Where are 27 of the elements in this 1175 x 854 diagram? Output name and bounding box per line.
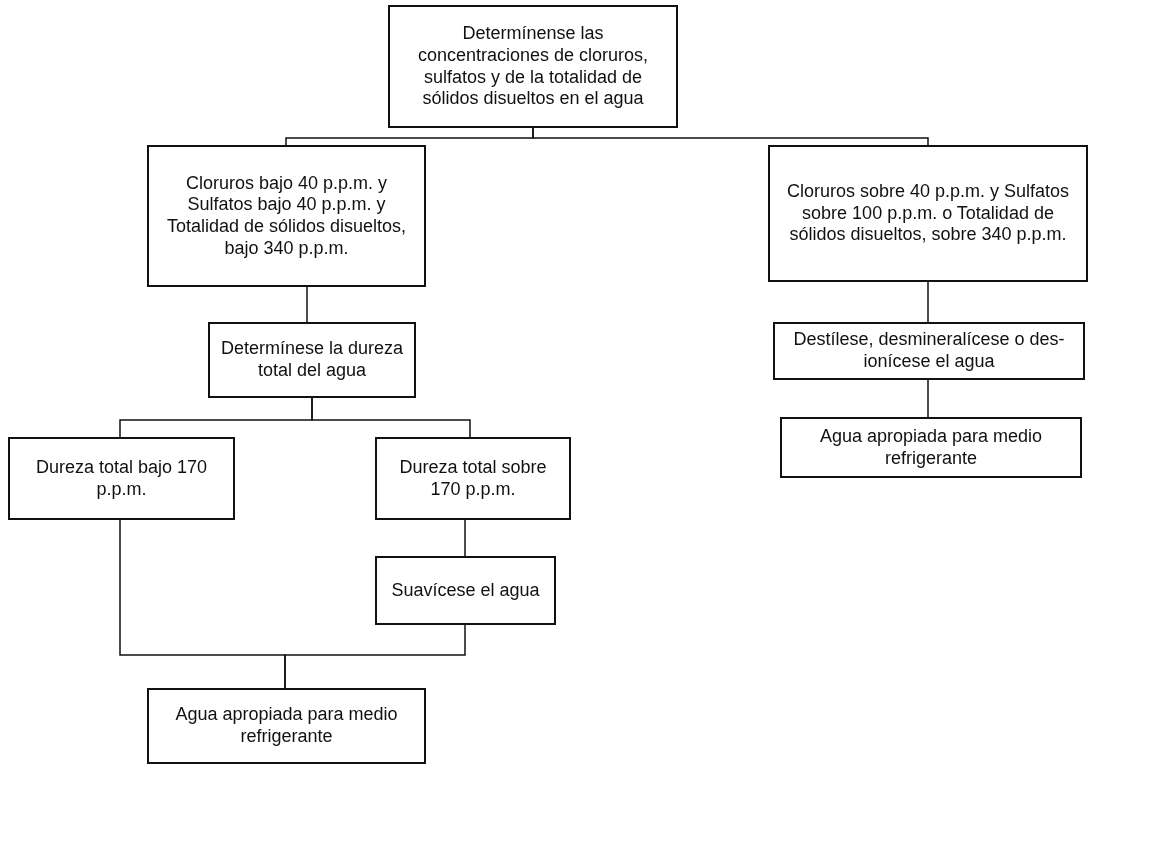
box-text: Dureza total sobre 170 p.p.m. (398, 456, 548, 501)
process-box (388, 5, 678, 128)
process-box (147, 145, 426, 287)
process-box (768, 145, 1088, 282)
connector-line (284, 624, 466, 689)
connector-line (306, 286, 308, 323)
box-text: Suavícese el agua (391, 579, 540, 602)
process-box (208, 322, 416, 398)
box-text: Determínese la dureza total del agua (219, 338, 405, 382)
process-box (375, 437, 571, 520)
connector-line (532, 127, 929, 146)
box-text: Agua apropiada para medio refrigerante (818, 425, 1044, 470)
process-box (773, 322, 1085, 380)
process-box (780, 417, 1082, 478)
box-text: Determínense las concentraciones de cloruros, sulfatos y de la totalidad de sólidos disueltos en el agua (416, 23, 650, 110)
box-text: Cloruros bajo 40 p.p.m. y Sulfatos bajo 40 p.p.m. y Totalidad de sólidos disueltos, bajo 340 p.p.m. (165, 172, 408, 260)
connector-line (927, 379, 929, 418)
box-text: Dureza total bajo 170 p.p.m. (34, 456, 209, 501)
connector-line (311, 397, 471, 438)
process-box (375, 556, 556, 625)
connector-line (464, 519, 466, 557)
process-box (8, 437, 235, 520)
box-text: Agua apropiada para medio refrigerante (174, 704, 399, 748)
box-text: Destílese, desmineralícese o des-ionícese el agua (792, 329, 1066, 373)
connector-line (927, 281, 929, 323)
process-box (147, 688, 426, 764)
box-text: Cloruros sobre 40 p.p.m. y Sulfatos sobre 100 p.p.m. o Totalidad de sólidos disueltos, sobre 340 p.p.m. (785, 181, 1071, 246)
